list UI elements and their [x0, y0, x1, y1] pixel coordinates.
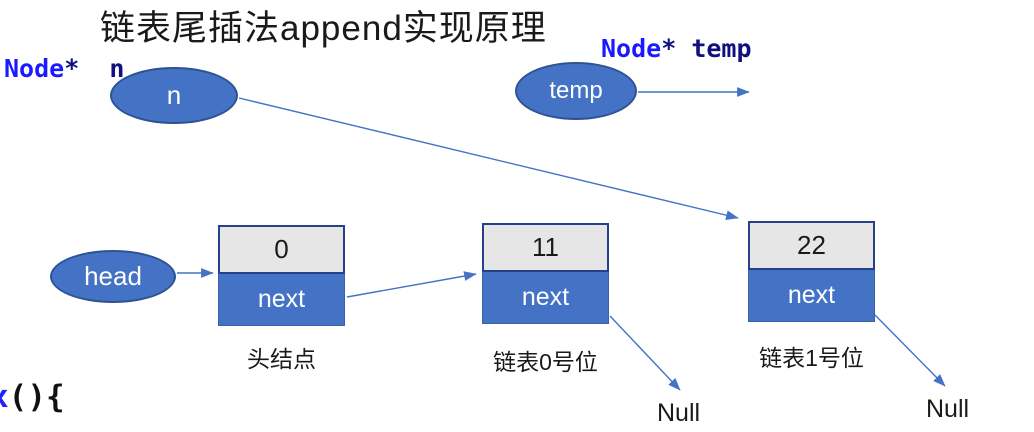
list-node-0: 11 next [482, 223, 609, 324]
null-label-left: Null [657, 399, 701, 427]
code-fragment-identifier: x [0, 379, 9, 415]
arrow-headnode-next-to-node0 [346, 271, 477, 298]
pointer-label: n [166, 80, 182, 110]
node-value-cell: 22 [748, 221, 875, 270]
code-variable-name: * n [64, 54, 125, 83]
node-caption: 链表1号位 [759, 345, 864, 371]
node-value-cell: 0 [218, 225, 345, 274]
arrow-node1-next-to-null [874, 314, 946, 387]
code-variable-name: * temp [661, 34, 752, 63]
node-next-cell: next [218, 274, 345, 326]
code-label-node-temp: Node* temp [601, 34, 752, 63]
arrow-n-to-node1 [238, 97, 739, 220]
diagram-title: 链表尾插法append实现原理 [100, 9, 547, 48]
code-type-keyword: Node [4, 54, 65, 83]
node-caption: 头结点 [247, 346, 316, 372]
node-next-cell: next [482, 272, 609, 324]
pointer-ellipse-head: head [50, 250, 176, 303]
list-node-1: 22 next [748, 221, 875, 322]
pointer-ellipse-temp: temp [515, 62, 637, 120]
clipped-code-fragment: x(){ [0, 379, 65, 415]
node-next-cell: next [748, 270, 875, 322]
node-value-cell: 11 [482, 223, 609, 272]
pointer-ellipse-n: n [110, 67, 238, 124]
pointer-label: temp [549, 77, 603, 104]
null-label-right: Null [926, 395, 970, 423]
code-fragment-punctuation: (){ [8, 379, 65, 415]
pointer-label: head [84, 261, 142, 291]
arrow-node0-next-to-null [609, 315, 681, 391]
list-node-head: 0 next [218, 225, 345, 326]
node-caption: 链表0号位 [493, 349, 598, 375]
code-label-node-n: Node* n [4, 54, 124, 83]
code-type-keyword: Node [601, 34, 662, 63]
